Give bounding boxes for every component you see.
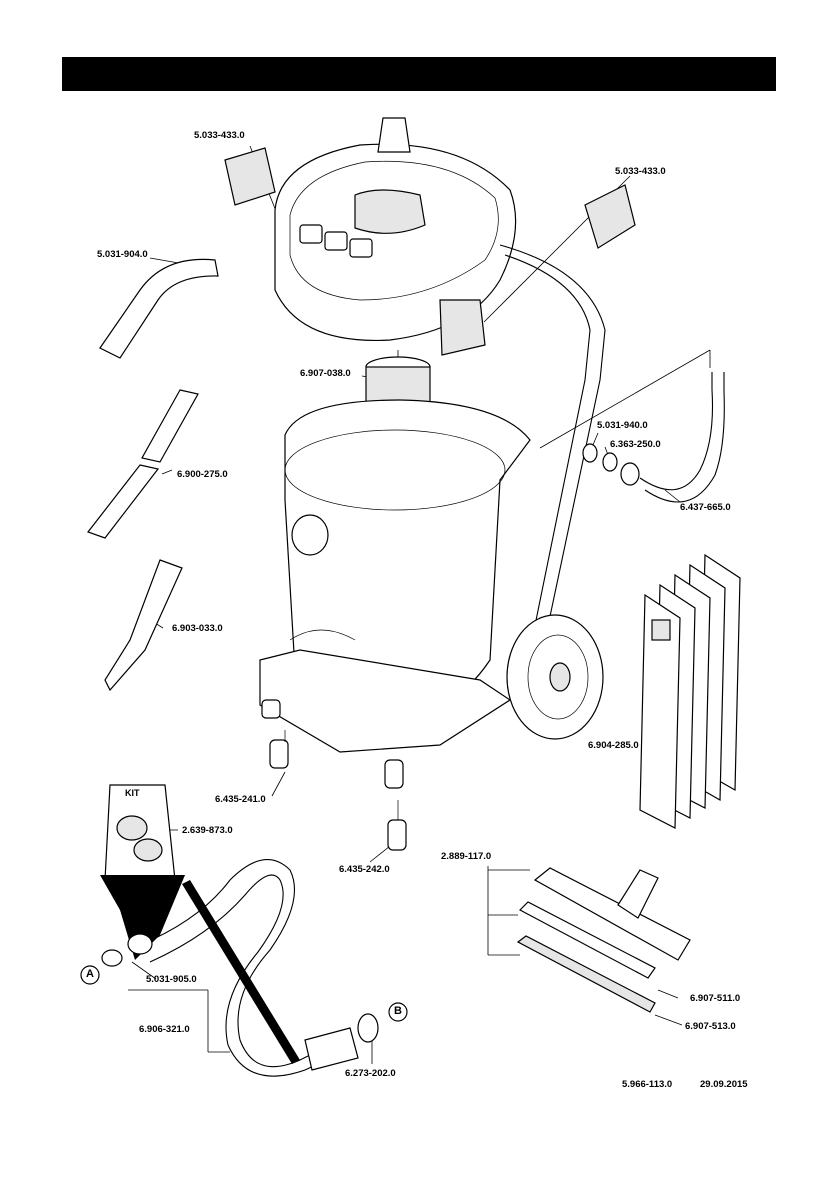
accessory-kit-bag [100, 784, 185, 960]
suction-hose-right-inner [644, 372, 725, 503]
part-number-label: 6.900-275.0 [177, 469, 228, 480]
callout-circle-b [388, 1002, 408, 1022]
part-number-label: 5.033-433.0 [615, 166, 666, 177]
part-number-label: 6.903-033.0 [172, 623, 223, 634]
caster-wheels [261, 699, 407, 851]
footer-date: 29.09.2015 [700, 1079, 748, 1090]
push-handle-inner [504, 254, 591, 641]
footer-doc-number: 5.966-113.0 [622, 1079, 673, 1090]
part-number-label: 6.906-321.0 [139, 1024, 190, 1035]
leader-lines [128, 145, 711, 1064]
part-number-label: 5.031-904.0 [97, 249, 148, 260]
part-number-label: 5.031-905.0 [146, 974, 197, 985]
part-number-label: 6.907-511.0 [690, 993, 741, 1004]
floor-nozzle [516, 867, 691, 1013]
header-bar [62, 57, 776, 91]
handle-plate-right [584, 184, 636, 249]
hose-coupling-ring-2 [127, 933, 153, 955]
part-number-label: 6.907-038.0 [300, 368, 351, 379]
kit-label: KIT [125, 788, 140, 798]
extension-tube-lower [87, 464, 160, 539]
part-number-label: 5.033-433.0 [194, 130, 245, 141]
push-handle [499, 244, 606, 641]
container-tank [284, 399, 531, 721]
main-suction-hose [139, 859, 331, 1068]
callout-b: B [394, 1005, 402, 1017]
part-number-label: 6.435-242.0 [339, 864, 390, 875]
large-wheel [506, 614, 604, 740]
sealing-ring [357, 1013, 379, 1043]
callout-circle-a [80, 965, 100, 985]
part-number-label: 6.907-513.0 [685, 1021, 736, 1032]
main-suction-hose-inner [149, 874, 336, 1077]
suction-hose-right [639, 372, 714, 491]
extension-tube-upper [141, 389, 199, 463]
elbow-pipe [99, 258, 219, 359]
hose-end-fitting [304, 1027, 359, 1071]
part-number-label: 6.273-202.0 [345, 1068, 396, 1079]
part-number-label: 6.363-250.0 [610, 439, 661, 450]
crevice-nozzle [104, 559, 183, 692]
hose-callout-wedge [182, 880, 300, 1064]
filter-bags [639, 553, 741, 829]
callout-a: A [86, 968, 94, 980]
handle-plate-left [224, 147, 276, 206]
part-number-label: 2.889-117.0 [441, 851, 492, 862]
hose-connector-rings [582, 443, 640, 486]
hose-coupling-ring [101, 949, 123, 967]
part-number-label: 5.031-940.0 [597, 420, 648, 431]
part-number-label: 2.639-873.0 [182, 825, 233, 836]
part-number-label: 6.435-241.0 [215, 794, 266, 805]
part-number-label: 6.904-285.0 [588, 740, 639, 751]
part-number-label: 6.437-665.0 [680, 502, 731, 513]
vacuum-head [274, 117, 517, 356]
